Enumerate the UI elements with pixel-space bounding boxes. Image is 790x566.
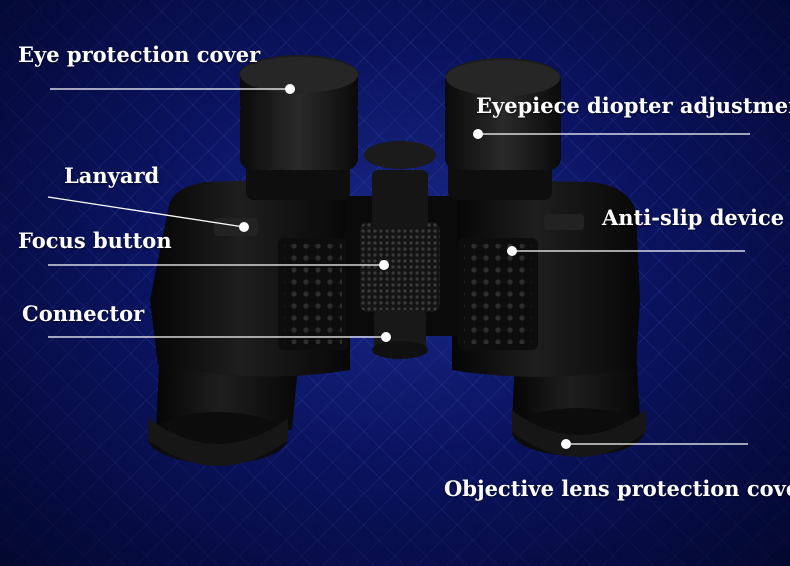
label-anti-slip-device: Anti-slip device [602, 205, 785, 230]
right-lanyard-lug [544, 214, 584, 230]
label-lanyard: Lanyard [64, 163, 160, 188]
hinge-top-cap [364, 141, 436, 169]
focus-wheel [360, 222, 440, 312]
callout-lines [47, 88, 750, 445]
right-eyepiece [445, 58, 561, 200]
label-eyepiece-diopter-adjustment: Eyepiece diopter adjustment [476, 93, 790, 118]
label-eye-protection-cover: Eye protection cover [18, 42, 261, 67]
callout-dots [239, 84, 571, 449]
label-focus-button: Focus button [18, 228, 172, 253]
left-eyepiece [239, 55, 359, 200]
label-connector: Connector [22, 301, 145, 326]
left-lanyard-lug [214, 218, 258, 236]
label-objective-lens-protection-cover: Objective lens protection cover [444, 476, 790, 501]
